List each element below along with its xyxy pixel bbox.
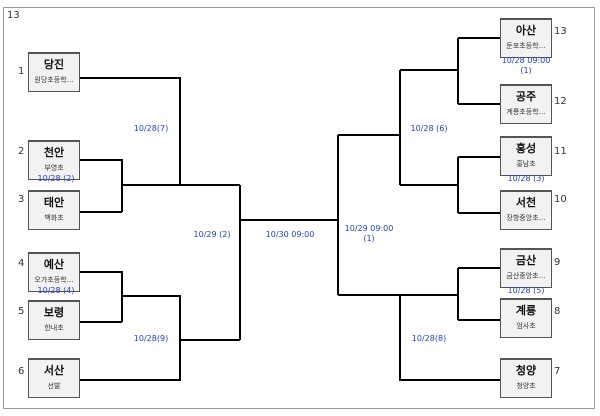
team-box-taean[interactable]: 태안 백화초 [28,190,80,230]
team-box-yesan[interactable]: 예산 오가초등학… [28,252,80,292]
team-box-geumsan[interactable]: 금산 금산중앙초… [500,248,552,288]
team-school: 원당초등학… [34,76,74,84]
match-label-left-top: 10/28(7) [133,124,169,133]
match-label-left-bottom: 10/28(9) [133,334,169,343]
line-geumsan-gyeryong-stubs [458,267,500,321]
team-box-gyeryong[interactable]: 계룡 엄사초 [500,298,552,338]
team-name: 홍성 [515,142,537,155]
team-name: 청양 [515,364,537,377]
seed-number: 1 [18,66,25,77]
seed-number: 12 [554,96,567,107]
match-label-right-bottom: 10/28(8) [411,334,447,343]
seed-number: 5 [18,306,25,317]
seed-number: 11 [554,146,567,157]
seed-number: 9 [554,257,561,268]
team-name: 서산 [43,364,65,377]
line-asan-gongju-stubs [458,37,500,105]
match-label-final: 10/30 09:00 [265,230,315,239]
team-school: 계룡초등학… [506,108,546,116]
team-school: 한내초 [44,324,64,332]
team-school: 엄사초 [516,322,536,330]
team-box-seosan[interactable]: 서산 선발 [28,358,80,398]
team-name: 보령 [43,306,65,319]
team-box-dangjin[interactable]: 당진 원당초등학… [28,52,80,92]
team-school: 홍남초 [516,160,536,168]
team-school: 백화초 [44,214,64,222]
team-box-boryeong[interactable]: 보령 한내초 [28,300,80,340]
team-name: 천안 [43,146,65,159]
match-label-hongseong-seocheon: 10/28 (3) [507,174,545,183]
line-cheongyang [399,295,500,381]
team-school: 장항중앙초… [506,214,546,222]
team-box-asan[interactable]: 아산 둔포초등학… [500,18,552,58]
team-box-hongseong[interactable]: 홍성 홍남초 [500,136,552,176]
team-school: 오가초등학… [34,276,74,284]
line-yesan-seosan [80,295,181,381]
match-label-right-semifinal: 10/29 09:00 (1) [340,224,398,244]
team-name: 계룡 [515,304,537,317]
team-school: 둔포초등학… [506,42,546,50]
match-label-line: 10/29 09:00 [344,224,394,233]
seed-number: 10 [554,194,567,205]
team-name: 예산 [43,258,65,271]
team-name: 금산 [515,254,537,267]
team-name: 태안 [43,196,65,209]
match-label-yesan-boryeong: 10/28 (4) [37,286,75,295]
seed-number: 3 [18,194,25,205]
seed-number: 8 [554,306,561,317]
team-name: 당진 [43,58,65,71]
seed-number: 6 [18,366,25,377]
line-cheonan [80,159,123,212]
team-name: 아산 [515,24,537,37]
match-label-line: (1) [520,66,532,75]
team-school: 금산중앙초… [506,272,546,280]
line-dangjin [80,77,240,186]
team-school: 부영초 [44,164,64,172]
seed-number: 7 [554,366,561,377]
team-school: 선발 [47,382,61,390]
team-box-cheongyang[interactable]: 청양 청양초 [500,358,552,398]
line-yesan [80,271,123,322]
match-label-asan-gongju: 10/28 09:00 (1) [498,56,554,76]
team-school: 청양초 [516,382,536,390]
match-label-cheonan-taean: 10/28 (2) [37,174,75,183]
match-label-line: 10/28 09:00 [501,56,551,65]
team-box-seocheon[interactable]: 서천 장항중앙초… [500,190,552,230]
seed-number: 4 [18,258,25,269]
seed-number: 13 [554,26,567,37]
seed-number: 2 [18,146,25,157]
line-hongseong-seocheon-stubs [458,156,500,214]
team-name: 서천 [515,196,537,209]
bracket-frame [3,7,595,409]
match-label-right-top: 10/28 (6) [410,124,448,133]
team-box-cheonan[interactable]: 천안 부영초 [28,140,80,180]
match-label-line: (1) [363,234,375,243]
team-name: 공주 [515,90,537,103]
match-label-geumsan-gyeryong: 10/28 (5) [507,286,545,295]
match-label-left-semifinal: 10/29 (2) [193,230,231,239]
bracket-number: 13 [7,10,20,21]
team-box-gongju[interactable]: 공주 계룡초등학… [500,84,552,124]
